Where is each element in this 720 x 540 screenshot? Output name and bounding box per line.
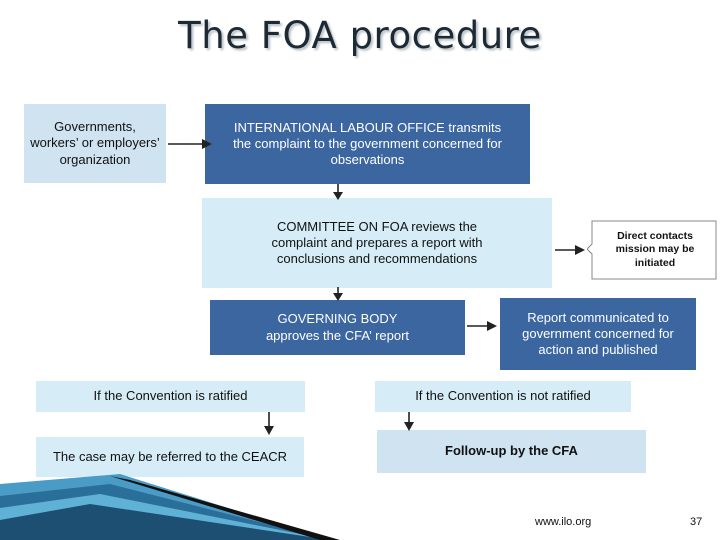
- footer-url: www.ilo.org: [535, 516, 592, 528]
- ilo-text: INTERNATIONAL LABOUR OFFICE transmits th…: [233, 119, 502, 168]
- not-ratified-box: If the Convention is not ratified: [375, 381, 631, 412]
- arrow-ilo-to-cfa: [333, 184, 343, 200]
- arrow-not-ratified-to-followup: [404, 412, 414, 431]
- direct-contacts-text-wrap: Direct contacts mission may be initiated: [596, 222, 714, 278]
- report-text: Report communicated to government concer…: [522, 309, 674, 358]
- direct-contacts-callout: [587, 220, 717, 280]
- arrow-governing-body-to-report: [467, 321, 497, 331]
- complainant-box: Governments, workers’ or employers’ orga…: [24, 104, 166, 183]
- governing-body-text: GOVERNING BODY approves the CFA’ report: [265, 311, 410, 343]
- arrow-complainant-to-ilo: [168, 139, 212, 149]
- ilo-box: INTERNATIONAL LABOUR OFFICE transmits th…: [205, 104, 530, 184]
- followup-box: Follow-up by the CFA: [377, 430, 646, 473]
- ceacr-box: The case may be referred to the CEACR: [36, 437, 304, 477]
- slide-title: The FOA procedure: [178, 14, 542, 57]
- ratified-box: If the Convention is ratified: [36, 381, 305, 412]
- decorative-swoosh: [0, 474, 340, 540]
- complainant-text: Governments, workers’ or employers’ orga…: [30, 119, 160, 167]
- ceacr-text: The case may be referred to the CEACR: [52, 448, 288, 464]
- direct-contacts-text: Direct contacts mission may be initiated: [615, 230, 695, 269]
- cfa-text: COMMITTEE ON FOA reviews the complaint a…: [271, 218, 483, 267]
- arrow-cfa-to-direct-contacts: [555, 245, 585, 255]
- arrow-cfa-to-governing-body: [333, 287, 343, 301]
- followup-text: Follow-up by the CFA: [445, 443, 578, 459]
- governing-body-box: GOVERNING BODY approves the CFA’ report: [210, 300, 465, 355]
- arrow-ratified-to-ceacr: [264, 412, 274, 435]
- not-ratified-text: If the Convention is not ratified: [415, 388, 591, 404]
- cfa-box: COMMITTEE ON FOA reviews the complaint a…: [202, 198, 552, 288]
- page-number: 37: [690, 516, 703, 528]
- report-box: Report communicated to government concer…: [500, 298, 696, 370]
- ratified-text: If the Convention is ratified: [93, 388, 248, 404]
